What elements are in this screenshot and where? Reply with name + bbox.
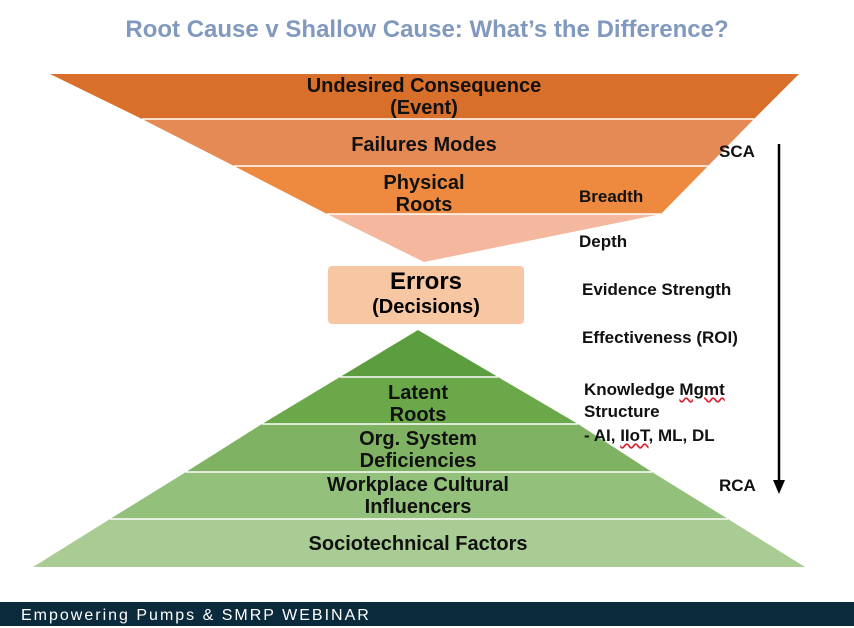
- errors-box: Errors (Decisions): [328, 266, 524, 324]
- criteria-effectiveness: Effectiveness (ROI): [582, 328, 738, 347]
- criteria-evidence-strength: Evidence Strength: [582, 280, 732, 299]
- rca-label: RCA: [719, 476, 756, 495]
- footer-text: Empowering Pumps & SMRP WEBINAR: [21, 607, 371, 624]
- funnel-label-failure-modes: Failures Modes: [351, 134, 497, 156]
- arrow-head: [773, 480, 785, 494]
- funnel-label-event: Undesired Consequence (Event): [306, 75, 542, 119]
- pyramid-band-latent-roots: [262, 377, 578, 424]
- errors-title: Errors: [389, 268, 463, 295]
- sca-label: SCA: [719, 142, 755, 161]
- errors-subtitle: (Decisions): [372, 296, 480, 318]
- slide-title: Root Cause v Shallow Cause: What’s the D…: [125, 16, 729, 43]
- pyramid-band-workplace-culture: [110, 472, 728, 519]
- criteria-depth: Depth: [579, 232, 628, 251]
- criteria-technologies: - AI, IIoT, ML, DL: [584, 426, 715, 445]
- pyramid-label-org-system: Org. System Deficiencies: [359, 428, 477, 472]
- pyramid-band-org-system: [186, 424, 652, 472]
- pyramid-band-sociotechnical: [33, 519, 805, 567]
- pyramid-apex: [340, 330, 498, 377]
- criteria-knowledge-mgmt: Knowledge Mgmt: [584, 380, 725, 399]
- funnel-tip: [327, 214, 661, 262]
- funnel-band-failure-modes: [142, 119, 754, 166]
- pyramid-label-sociotechnical: Sociotechnical Factors: [308, 533, 528, 555]
- footer-bar: Empowering Pumps & SMRP WEBINAR: [0, 602, 854, 626]
- criteria-structure: Structure: [584, 402, 660, 421]
- funnel-label-physical-roots: Physical Roots: [383, 172, 465, 216]
- criteria-breadth: Breadth: [579, 187, 644, 206]
- funnel-band-event: [50, 74, 799, 119]
- funnel-band-physical-roots: [234, 166, 708, 214]
- pyramid-label-latent-roots: Latent Roots: [388, 382, 448, 426]
- pyramid-label-workplace-culture: Workplace Cultural Influencers: [327, 474, 509, 518]
